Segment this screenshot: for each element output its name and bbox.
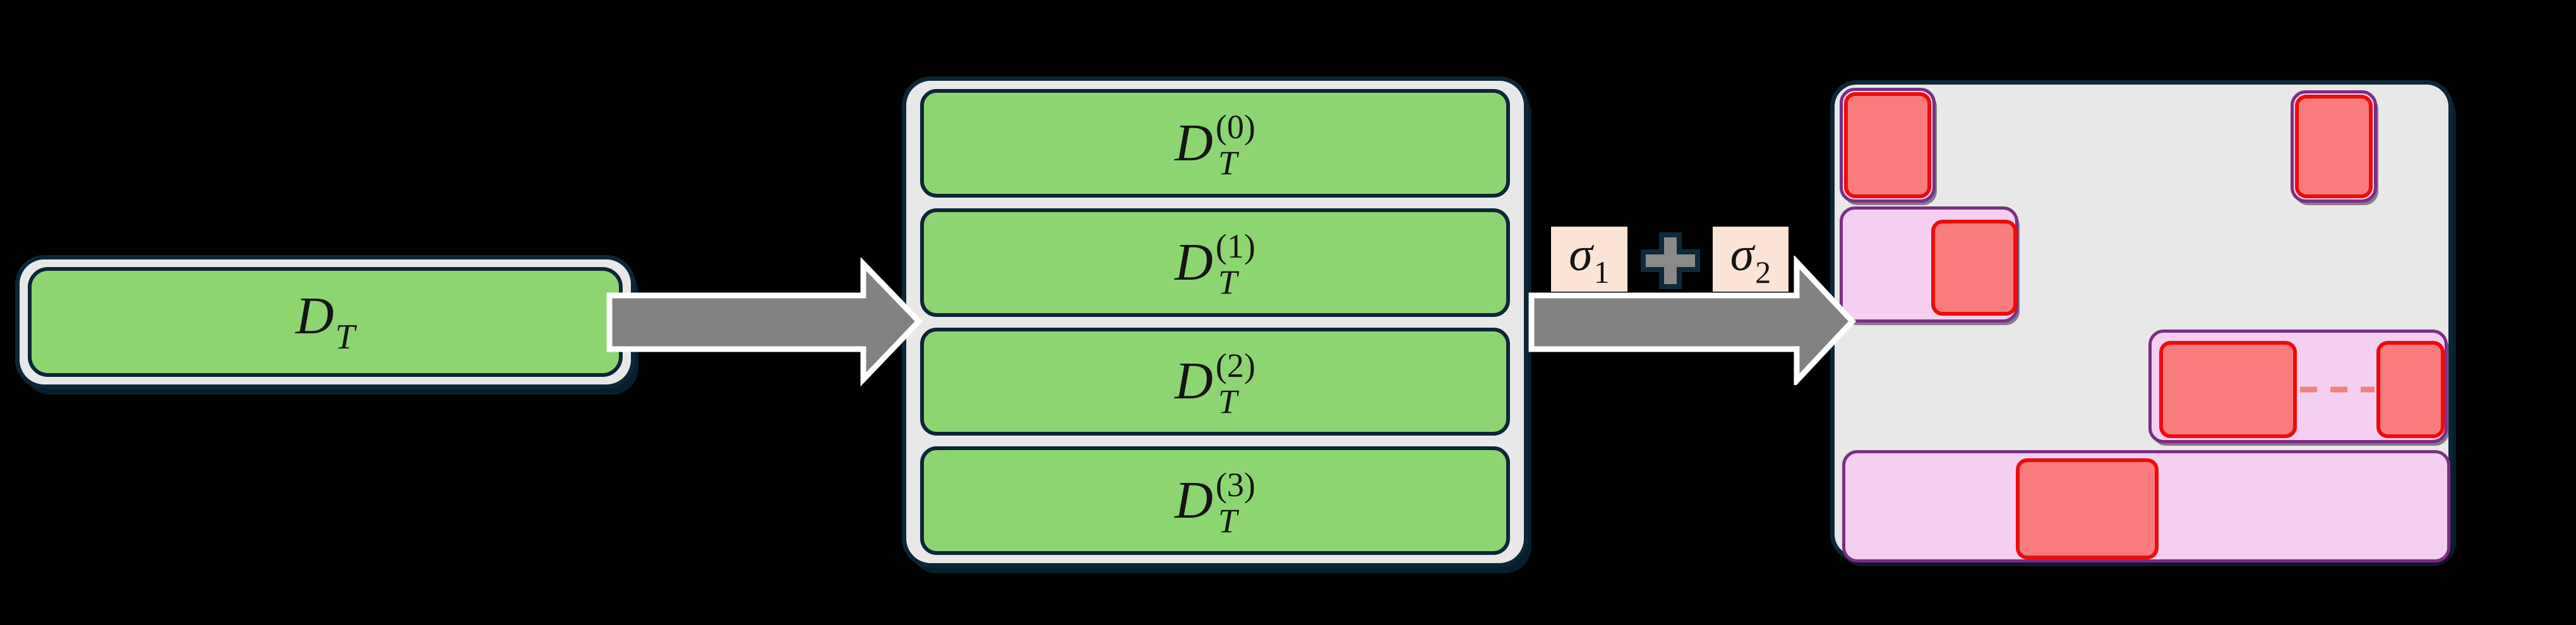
pink-group-row2 xyxy=(2148,330,2448,443)
pink-group-row3 xyxy=(1842,450,2450,562)
label-scripts: (0)T xyxy=(1216,110,1255,180)
label-sup: (3) xyxy=(1215,465,1255,504)
partition-box-0: D(0)T xyxy=(920,89,1510,198)
partition-label-1: D(1)T xyxy=(1175,227,1255,299)
sigma-symbol: σ xyxy=(1730,228,1754,281)
red-patch xyxy=(1931,220,2017,316)
label-base: D xyxy=(1175,352,1213,411)
partition-box-2: D(2)T xyxy=(920,327,1510,436)
label-sub: T xyxy=(1218,144,1237,182)
label-base: D xyxy=(1175,232,1213,292)
label-sub: T xyxy=(1218,382,1237,420)
pink-group-row1 xyxy=(1840,206,2018,323)
label-base: D xyxy=(1175,471,1213,530)
label-sup: (1) xyxy=(1215,227,1255,266)
label-base: D xyxy=(296,286,334,345)
sigma1-label: σ1 xyxy=(1569,230,1609,288)
sigma-sub: 1 xyxy=(1593,254,1610,290)
dashed-connector-icon xyxy=(2300,386,2375,393)
augmented-data-panel xyxy=(1830,80,2453,562)
pink-group-top-right xyxy=(2291,90,2377,203)
sigma1-chip: σ1 xyxy=(1551,227,1627,292)
label-sup: (2) xyxy=(1215,346,1255,384)
partition-label-3: D(3)T xyxy=(1175,466,1255,538)
label-sup: (0) xyxy=(1215,108,1255,146)
partition-box-1: D(1)T xyxy=(920,208,1510,317)
red-patch xyxy=(1844,92,1931,198)
source-dataset-label: DT xyxy=(296,286,355,357)
red-patch xyxy=(2016,458,2159,559)
red-patch xyxy=(2295,95,2373,198)
partition-label-0: D(0)T xyxy=(1175,108,1255,180)
arrow-right-icon xyxy=(1528,256,1857,385)
sigma2-chip: σ2 xyxy=(1713,227,1788,292)
red-patch xyxy=(2376,341,2445,438)
partition-box-3: D(3)T xyxy=(920,446,1510,555)
source-dataset-container: DT xyxy=(15,255,635,389)
sigma-symbol: σ xyxy=(1569,228,1593,281)
arrow-right-icon xyxy=(606,258,923,387)
red-patch xyxy=(2159,341,2297,438)
sigma-sub: 2 xyxy=(1755,254,1771,290)
label-sub: T xyxy=(1218,501,1237,540)
pink-group-top-left xyxy=(1840,88,1936,203)
plus-icon xyxy=(1641,232,1701,293)
label-scripts: (1)T xyxy=(1216,229,1255,299)
partition-stack: D(0)T D(1)T D(2)T D(3)T xyxy=(902,76,1528,568)
label-sub: T xyxy=(335,317,355,357)
partition-label-2: D(2)T xyxy=(1175,347,1255,419)
label-scripts: (3)T xyxy=(1216,468,1255,538)
label-scripts: (2)T xyxy=(1216,348,1255,419)
sigma2-label: σ2 xyxy=(1730,230,1771,288)
label-base: D xyxy=(1175,113,1213,172)
label-sub: T xyxy=(1218,263,1237,302)
source-dataset-box: DT xyxy=(28,267,623,377)
